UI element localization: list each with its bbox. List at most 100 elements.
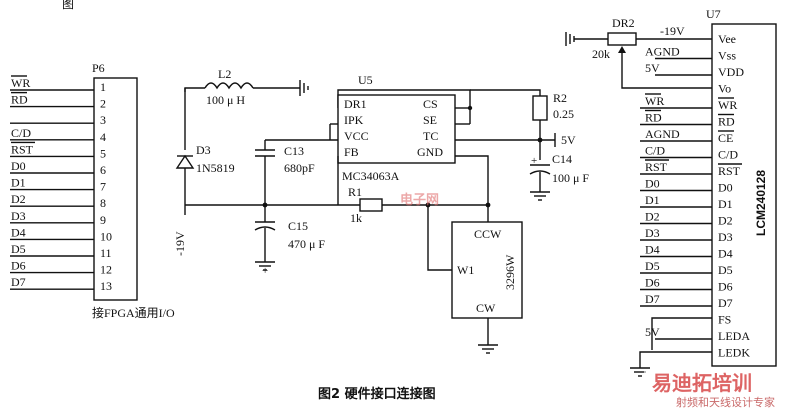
p6-pin-number: 11 xyxy=(100,246,112,260)
p6-signal-label: D6 xyxy=(11,259,26,273)
p6-pin-number: 5 xyxy=(100,146,106,160)
boost-network: L2 100 μ H D3 1N5819 -19V C13 680pF xyxy=(173,67,338,277)
p6-pin-number: 10 xyxy=(100,229,112,243)
p6-signal-label: WR xyxy=(11,76,30,90)
u7-net-label: RD xyxy=(645,111,662,125)
pot-w1: W1 xyxy=(457,263,474,277)
net-5v-u5: 5V xyxy=(561,133,576,147)
ground-symbol xyxy=(299,80,309,96)
p6-signal-label: RD xyxy=(11,93,28,107)
p6-signal-label: D4 xyxy=(11,225,26,239)
c14-ref: C14 xyxy=(552,152,572,166)
u7-net-label: AGND xyxy=(645,127,680,141)
c13-ref: C13 xyxy=(284,144,304,158)
p6-signal-label: D3 xyxy=(11,209,26,223)
u7-pin-label: LEDK xyxy=(718,346,750,360)
p6-ref: P6 xyxy=(92,61,105,75)
c14-value: 100 μ F xyxy=(552,171,589,185)
ground-symbol xyxy=(565,32,575,46)
u7-pin-label: FS xyxy=(718,313,731,327)
l2-value: 100 μ H xyxy=(206,93,245,107)
u5-pin-vcc: VCC xyxy=(344,129,369,143)
u7-net-label: D4 xyxy=(645,243,660,257)
u7-pin-label: WR xyxy=(718,98,737,112)
c14-plus: + xyxy=(531,155,537,167)
u7-pin-label: RD xyxy=(718,115,735,129)
p6-pin-number: 8 xyxy=(100,196,106,210)
p6-signal-label: D7 xyxy=(11,275,26,289)
dr2-ref: DR2 xyxy=(612,16,635,30)
u7-net-label: RST xyxy=(645,160,668,174)
u7-net-label: AGND xyxy=(645,45,680,59)
p6-signal-label: D0 xyxy=(11,159,26,173)
watermark-brand: 易迪拓培训 xyxy=(652,371,752,395)
pot-part: 3296W xyxy=(503,254,517,290)
u5-part: MC34063A xyxy=(342,169,400,183)
figure-caption: 图2 硬件接口连接图 xyxy=(318,386,436,402)
display-u7: DR2 20k U7 LCM240128 VeeVssAGNDVDD5VVoWR… xyxy=(565,7,777,377)
u7-pin-label: C/D xyxy=(718,148,738,162)
l2-ref: L2 xyxy=(218,67,231,81)
p6-signal-label: C/D xyxy=(11,126,31,140)
c15-ref: C15 xyxy=(288,219,308,233)
u7-net-label: D0 xyxy=(645,177,660,191)
u7-net-label: D1 xyxy=(645,193,660,207)
dr2-value: 20k xyxy=(592,47,610,61)
u7-pin-label: D7 xyxy=(718,296,733,310)
p6-pin-number: 4 xyxy=(100,130,106,144)
u7-pin-label: Vss xyxy=(718,49,736,63)
net-minus19v-left: -19V xyxy=(173,231,187,256)
u7-net-label: 5V xyxy=(645,61,660,75)
p6-rows: 1WR2RD34C/D5RST6D07D18D29D310D411D512D61… xyxy=(10,75,112,293)
p6-pin-number: 1 xyxy=(100,80,106,94)
p6-signal-label: D2 xyxy=(11,192,26,206)
u7-pin-label: VDD xyxy=(718,65,744,79)
p6-signal-label: D5 xyxy=(11,242,26,256)
u5-pin-tc: TC xyxy=(423,129,438,143)
p6-signal-label: D1 xyxy=(11,176,26,190)
sense-and-input: R2 0.25 5V + C14 100 μ F xyxy=(529,91,589,201)
u7-pin-label: D2 xyxy=(718,214,733,228)
r2-ref: R2 xyxy=(553,91,567,105)
u7-pin-label: D6 xyxy=(718,280,733,294)
u7-part: LCM240128 xyxy=(754,170,768,236)
p6-note: 接FPGA通用I/O xyxy=(92,305,175,320)
pot-ccw: CCW xyxy=(474,227,502,241)
r1-ref: R1 xyxy=(348,185,362,199)
u7-ref: U7 xyxy=(706,7,721,21)
u7-pin-label: D0 xyxy=(718,181,733,195)
watermark-tagline: 射频和天线设计专家 xyxy=(676,395,775,409)
u7-pin-label: D4 xyxy=(718,247,733,261)
u7-pin-label: D1 xyxy=(718,197,733,211)
pot-cw: CW xyxy=(476,301,496,315)
feedback-network: R1 1k CCW W1 CW 3296W xyxy=(338,185,523,354)
u7-net-label: D7 xyxy=(645,292,660,306)
u7-net-label: D3 xyxy=(645,226,660,240)
u7-pin-label: D5 xyxy=(718,263,733,277)
u7-pin-label: Vee xyxy=(718,32,736,46)
header-fragment: 图 xyxy=(62,0,74,11)
ground-symbol xyxy=(530,191,550,201)
p6-pin-number: 2 xyxy=(100,97,106,111)
u7-net-vee: -19V xyxy=(660,24,685,38)
p6-pin-number: 13 xyxy=(100,279,112,293)
u5-pin-ipk: IPK xyxy=(344,113,364,127)
u7-net-label: C/D xyxy=(645,144,665,158)
p6-pin-number: 6 xyxy=(100,163,106,177)
ground-symbol xyxy=(478,344,498,354)
p6-pin-number: 3 xyxy=(100,113,106,127)
d3-value: 1N5819 xyxy=(196,161,235,175)
u7-pin-label: LEDA xyxy=(718,329,750,343)
u7-pin-label: CE xyxy=(718,131,733,145)
u7-pin-label: Vo xyxy=(718,82,731,96)
u5-pin-gnd: GND xyxy=(417,145,443,159)
u5-pin-fb: FB xyxy=(344,145,359,159)
ground-symbol xyxy=(255,261,275,271)
u7-net-label: WR xyxy=(645,94,664,108)
connector-p6: P6 1WR2RD34C/D5RST6D07D18D29D310D411D512… xyxy=(10,61,175,320)
u5-ref: U5 xyxy=(358,73,373,87)
watermark-top: 电子网 xyxy=(400,192,439,208)
u7-pin-label: D3 xyxy=(718,230,733,244)
p6-signal-label: RST xyxy=(11,142,34,156)
